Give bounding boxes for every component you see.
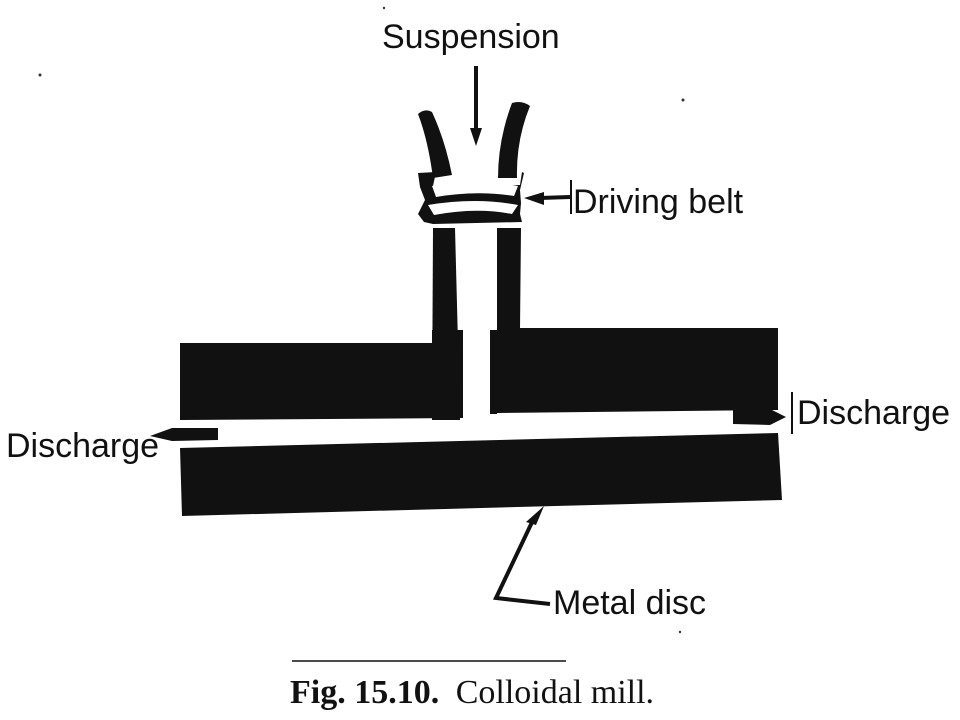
discharge-right-arrow	[733, 392, 793, 434]
driving-belt-pointer	[524, 180, 572, 214]
metal-disc-leader	[492, 506, 551, 606]
housing-upper-right	[497, 328, 778, 413]
driving-belt-pulley	[418, 172, 524, 224]
figure-number: Fig. 15.10.	[290, 674, 439, 711]
housing-upper	[180, 330, 463, 420]
suspension-arrow	[470, 66, 482, 146]
driving-belt-label: Driving belt	[573, 183, 744, 221]
figure-caption: Fig. 15.10. Colloidal mill.	[290, 674, 654, 711]
discharge-left-label: Discharge	[6, 427, 159, 465]
discharge-left-arrow	[150, 428, 218, 441]
scan-specks	[38, 6, 685, 634]
housing-lower	[180, 433, 782, 516]
rotor-shaft	[432, 228, 521, 420]
metal-disc-label: Metal disc	[553, 584, 706, 622]
discharge-right-label: Discharge	[797, 394, 950, 432]
suspension-hopper	[418, 102, 530, 178]
figure-title: Colloidal mill.	[456, 674, 654, 711]
suspension-label: Suspension	[382, 18, 560, 56]
mill-housing	[180, 328, 782, 516]
